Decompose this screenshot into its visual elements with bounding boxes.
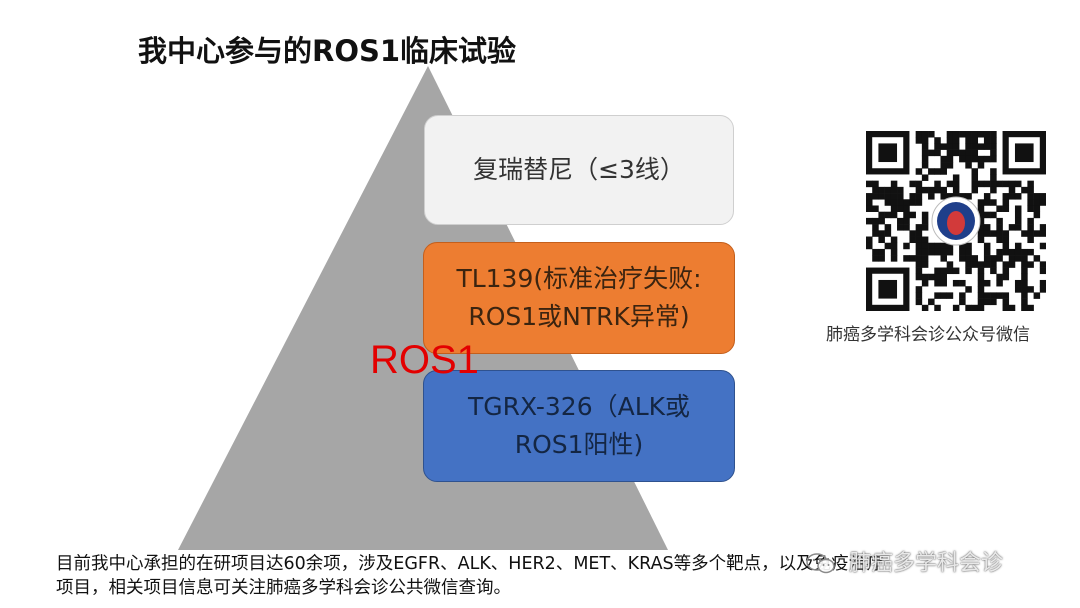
trial-1-line-1: 复瑞替尼（≤3线）: [473, 155, 685, 184]
qr-caption: 肺癌多学科会诊公众号微信: [826, 325, 1030, 345]
footer-line-1: 目前我中心承担的在研项目达60余项，涉及EGFR、ALK、HER2、MET、KR…: [56, 554, 884, 574]
trial-box-1: 复瑞替尼（≤3线）: [424, 115, 734, 225]
footer-line-2: 项目，相关项目信息可关注肺癌多学科会诊公共微信查询。: [56, 578, 511, 598]
slide-title: 我中心参与的ROS1临床试验: [138, 34, 517, 68]
qr-code-icon: [866, 131, 1046, 311]
trial-3-line-1: TGRX-326（ALK或: [467, 392, 691, 421]
watermark-text: 肺癌多学科会诊: [849, 551, 1004, 576]
footer-text: 目前我中心承担的在研项目达60余项，涉及EGFR、ALK、HER2、MET、KR…: [56, 552, 884, 600]
trial-3-line-2: ROS1阳性): [514, 430, 644, 459]
trial-box-2: TL139(标准治疗失败: ROS1或NTRK异常): [423, 242, 735, 354]
trial-2-line-1: TL139(标准治疗失败:: [456, 264, 702, 293]
trial-2-line-2: ROS1或NTRK异常): [468, 302, 690, 331]
watermark: 肺癌多学科会诊: [806, 545, 1003, 577]
trial-box-3: TGRX-326（ALK或 ROS1阳性): [423, 370, 735, 482]
ros1-label: ROS1: [370, 338, 479, 382]
wechat-icon: [806, 553, 835, 574]
